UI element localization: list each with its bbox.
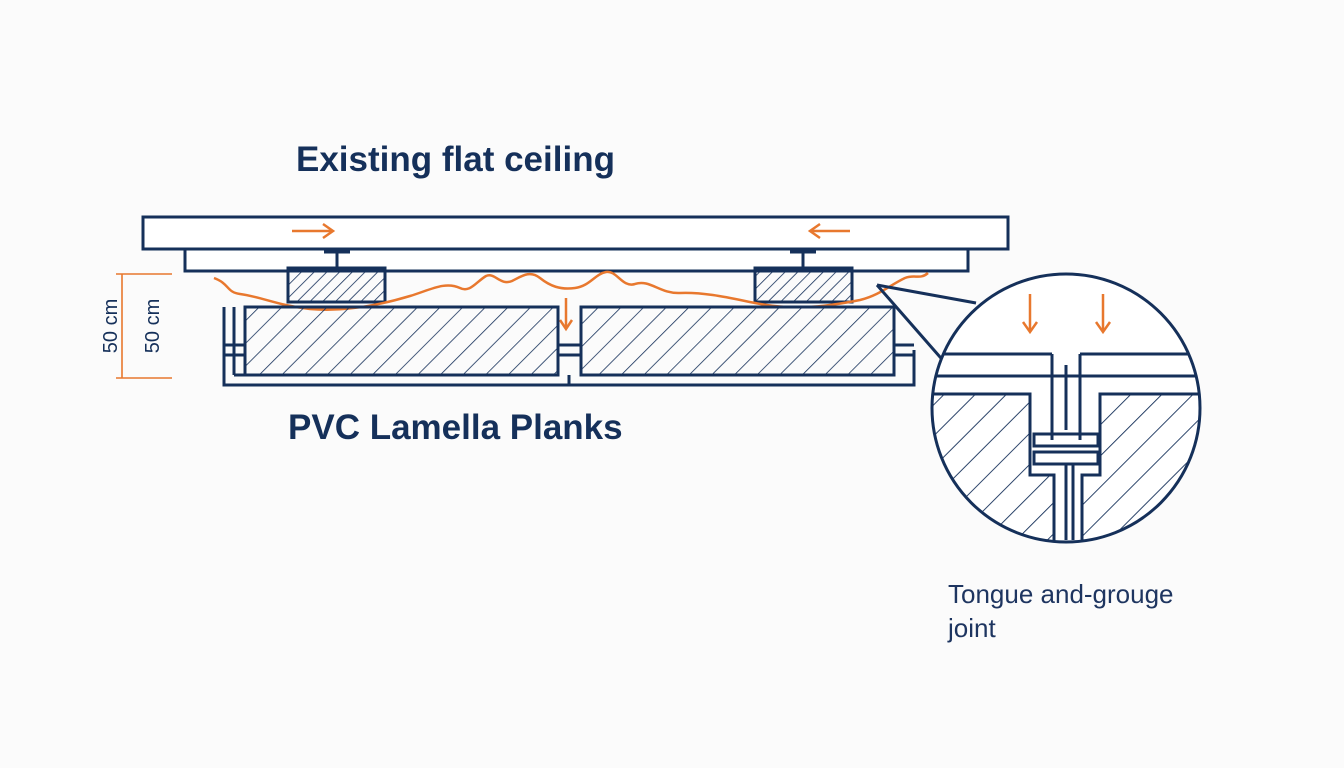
down-arrow-center xyxy=(558,298,574,332)
push-arrow-left xyxy=(292,222,336,240)
joint-caption-line-2: joint xyxy=(948,613,996,643)
plank-left xyxy=(243,305,560,377)
ceiling-batten xyxy=(183,247,970,273)
joint-detail-view xyxy=(930,272,1202,544)
detail-callout-lines xyxy=(875,283,977,366)
dimension-label-outer: 50 cm xyxy=(100,299,122,353)
dimension-label-inner: 50 cm xyxy=(142,299,164,353)
plank-frame xyxy=(222,307,916,387)
planks-label: PVC Lamella Planks xyxy=(288,408,623,447)
mounting-pad-right xyxy=(753,266,854,304)
dimension-bracket xyxy=(116,273,172,379)
hanger-left xyxy=(324,250,350,268)
plank-right xyxy=(579,305,896,377)
joint-caption: Tongue and-grouge joint xyxy=(948,577,1248,645)
push-arrow-right xyxy=(807,222,850,240)
pressure-arrows xyxy=(1021,294,1112,335)
joint-caption-line-1: Tongue and-grouge xyxy=(948,579,1174,609)
ceiling-slab xyxy=(141,215,1010,251)
mounting-pad-left xyxy=(286,266,387,304)
hanger-right xyxy=(790,250,816,268)
ceiling-label: Existing flat ceiling xyxy=(296,140,615,179)
